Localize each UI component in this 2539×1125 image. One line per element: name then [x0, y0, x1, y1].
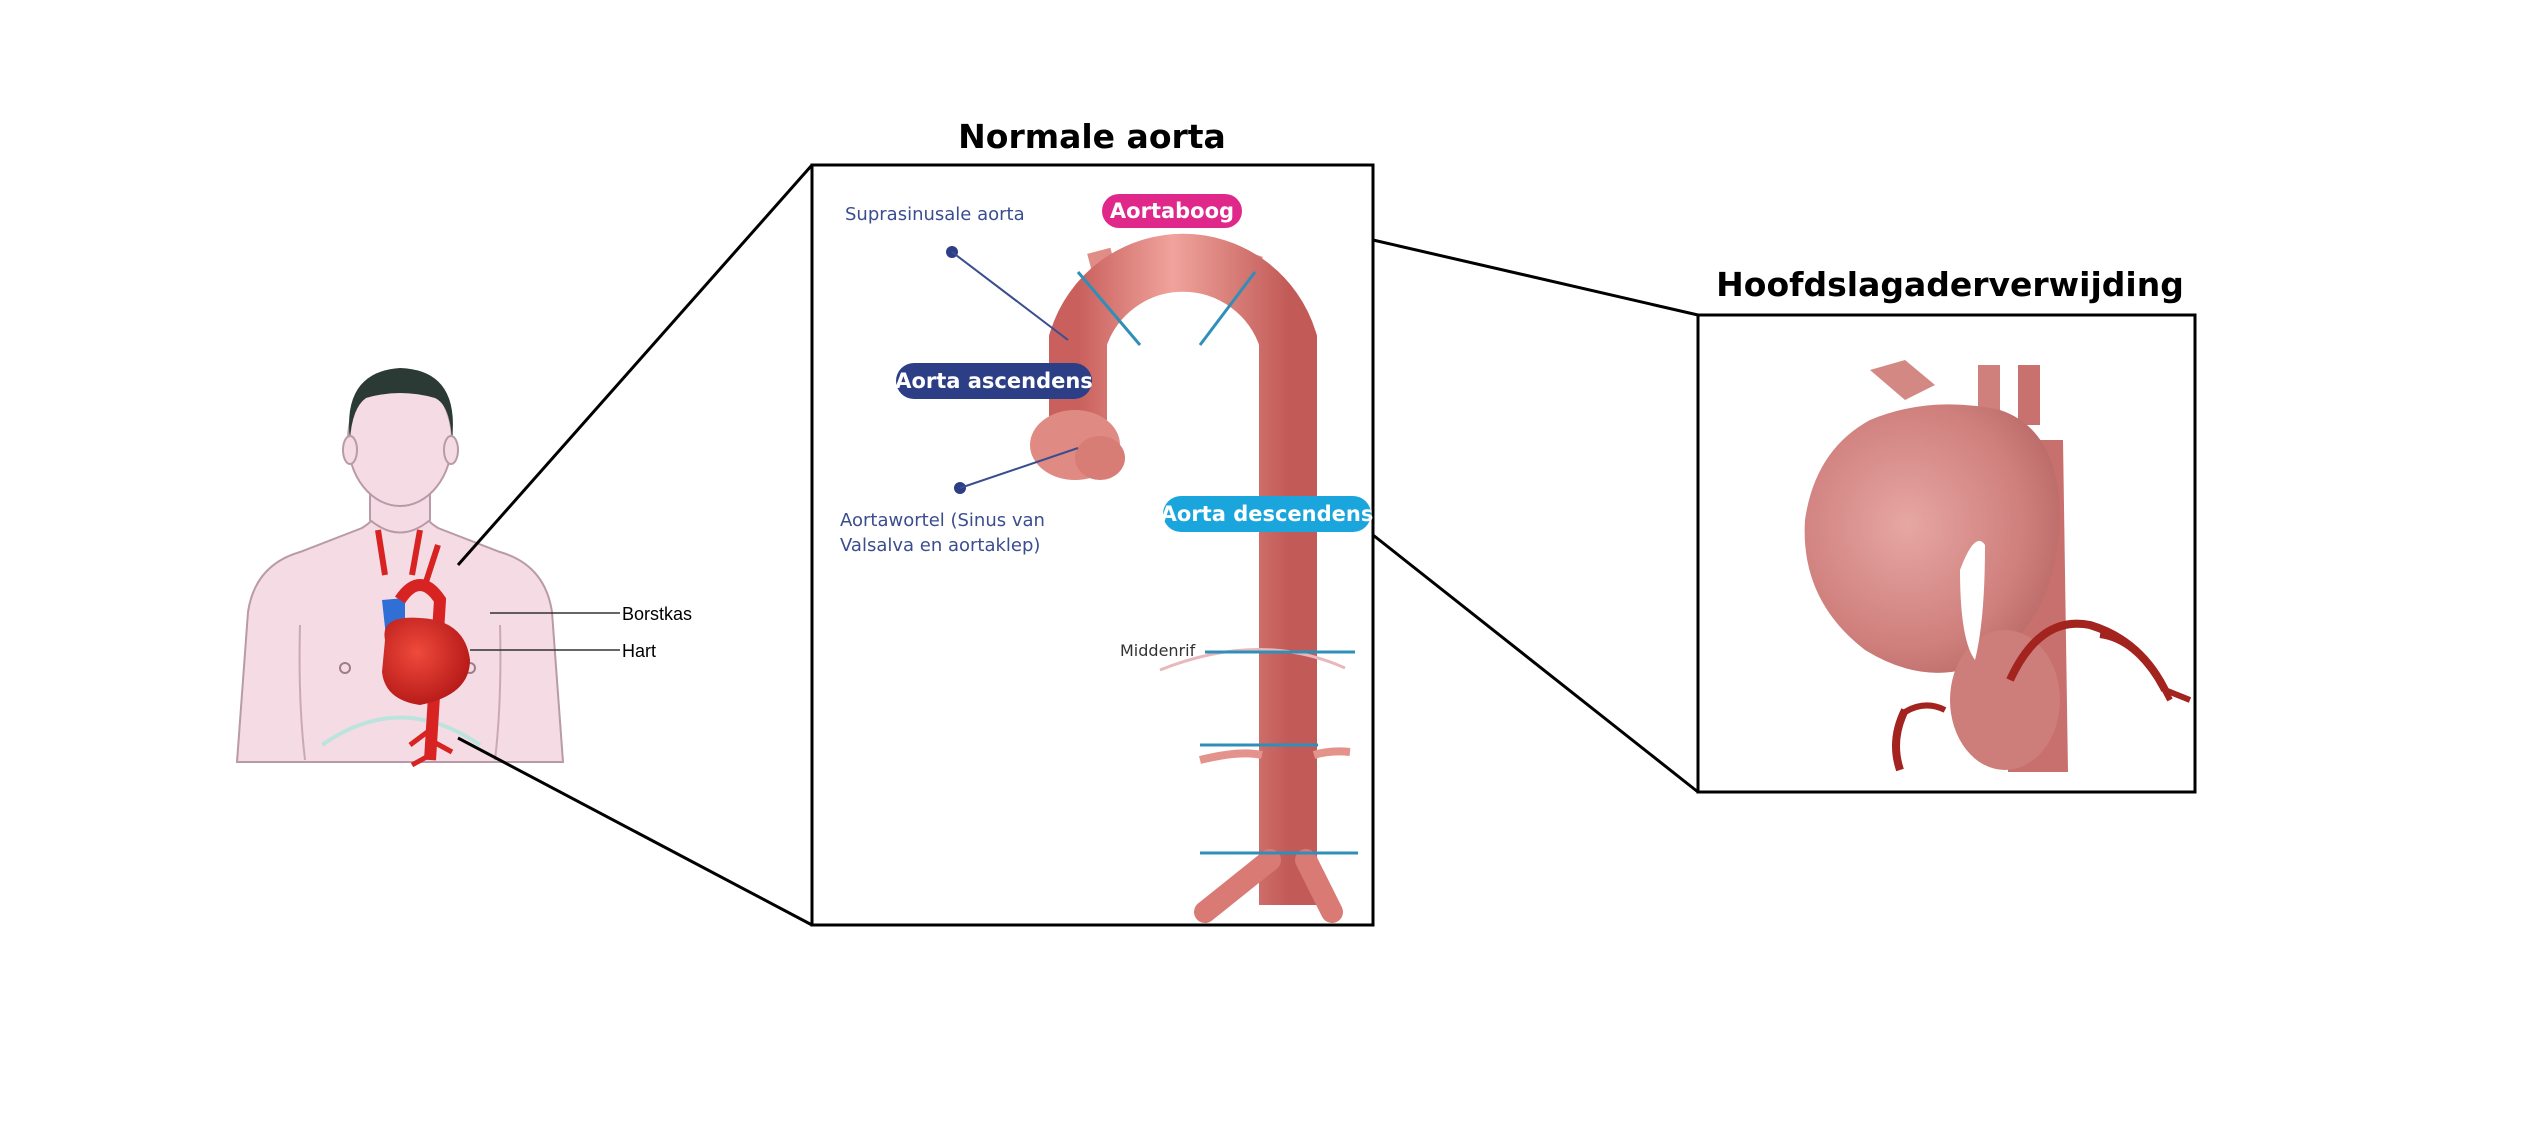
- hair-shape: [349, 368, 453, 440]
- normal-aorta-illustration: [1030, 233, 1358, 923]
- title-normale-aorta: Normale aorta: [958, 117, 1226, 156]
- label-middenrif: Middenrif: [1120, 641, 1196, 660]
- label-borstkas: Borstkas: [622, 604, 692, 624]
- heart-shape: [382, 617, 470, 705]
- label-hart: Hart: [622, 641, 656, 661]
- label-aorta-ascendens: Aorta ascendens: [895, 369, 1093, 393]
- pill-aortaboog: [1102, 194, 1242, 228]
- human-torso-figure: [235, 368, 565, 768]
- title-hoofdslagaderverwijding: Hoofdslagaderverwijding: [1716, 265, 2184, 304]
- pill-aorta-ascendens: [896, 363, 1092, 399]
- label-aorta-descendens: Aorta descendens: [1161, 502, 1374, 526]
- pill-aorta-descendens: [1163, 496, 1371, 532]
- aneurysm-illustration: [1804, 360, 2192, 772]
- label-aortawortel-line1: Aortawortel (Sinus van: [840, 510, 1045, 531]
- label-suprasinusale-aorta: Suprasinusale aorta: [845, 204, 1025, 225]
- label-aortawortel-line2: Valsalva en aortaklep): [840, 535, 1040, 556]
- label-aortaboog: Aortaboog: [1110, 199, 1234, 223]
